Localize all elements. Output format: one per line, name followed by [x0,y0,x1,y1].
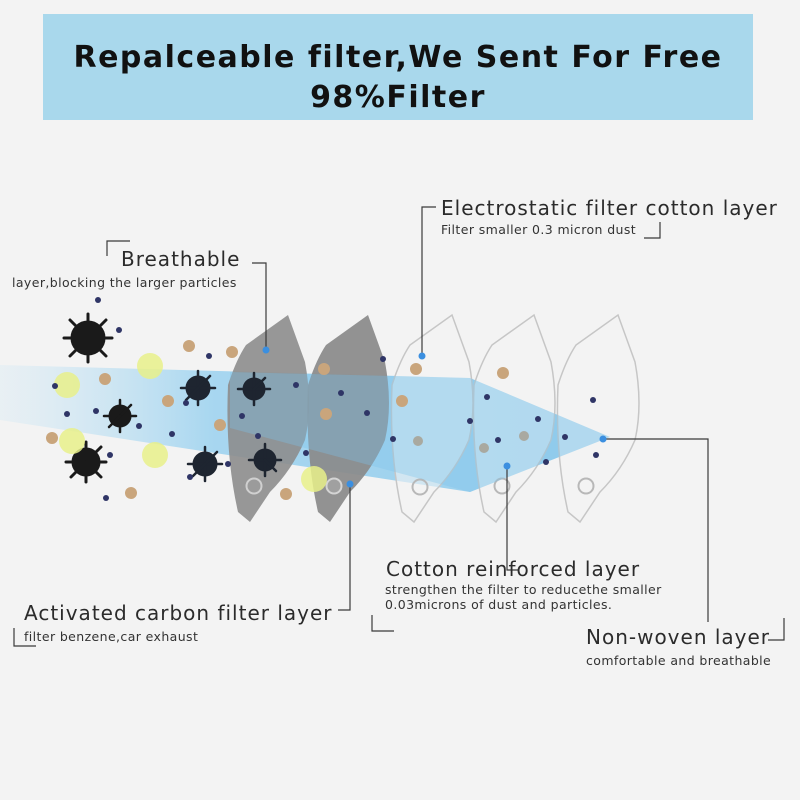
particle-icon [46,297,599,501]
filter-layer-icon [556,313,640,524]
title-banner: Repalceable filter,We Sent For Free 98%F… [43,14,753,120]
cotton-layer-title: Cotton reinforced layer [386,557,641,581]
carbon-layer-title: Activated carbon filter layer [24,601,333,625]
filter-layer-icon [472,313,556,524]
virus-icon [102,398,138,434]
carbon-layer-desc: filter benzene,car exhaust [24,629,199,644]
breathable-layer-title: Breathable [121,247,241,271]
banner-title-line1: Repalceable filter,We Sent For Free [73,40,723,75]
filter-layer-icon [227,315,309,522]
virus-icon [247,442,283,478]
virus-icon [64,440,108,484]
virus-icon [179,369,217,407]
breathable-layer-desc: layer,blocking the larger particles [12,275,237,290]
virus-icon [62,312,114,364]
leader-lines [13,206,785,647]
banner-title-line2: 98%Filter [310,80,486,115]
pointer-dots [262,346,607,488]
electrostatic-layer-title: Electrostatic filter cotton layer [441,196,778,220]
virus-icon [236,371,272,407]
nonwoven-layer-desc: comfortable and breathable [586,653,772,668]
nonwoven-layer-title: Non-woven layer [586,625,771,649]
electrostatic-layer-desc: Filter smaller 0.3 micron dust [441,222,637,237]
virus-icon [186,445,224,483]
cotton-layer-desc-1: strengthen the filter to reducethe small… [385,582,662,597]
cotton-layer-desc-2: 0.03microns of dust and particles. [385,597,613,612]
